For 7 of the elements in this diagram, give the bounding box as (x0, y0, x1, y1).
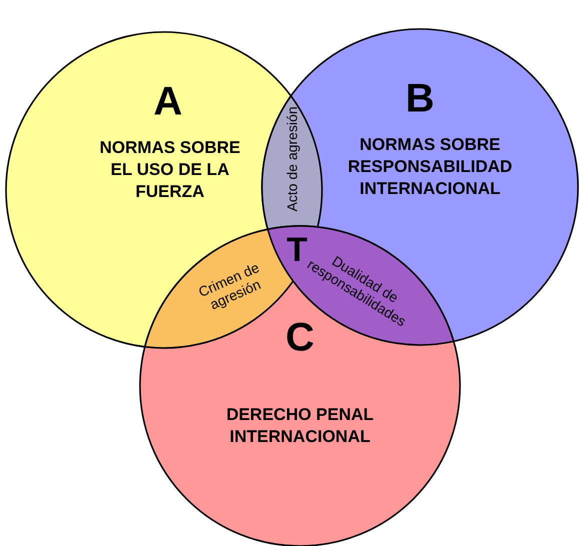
circle-label: DERECHO PENAL INTERNACIONAL (225, 404, 375, 448)
circle-label: NORMAS SOBRE RESPONSABILIDAD INTERNACIONAL (346, 134, 514, 200)
circle-letter: A (154, 80, 182, 124)
region-letter: T (286, 233, 308, 267)
circle-letter: B (406, 76, 434, 122)
region-label: Acto de agresión (284, 104, 300, 214)
circle-label: NORMAS SOBRE EL USO DE LA FUERZA (98, 136, 242, 204)
